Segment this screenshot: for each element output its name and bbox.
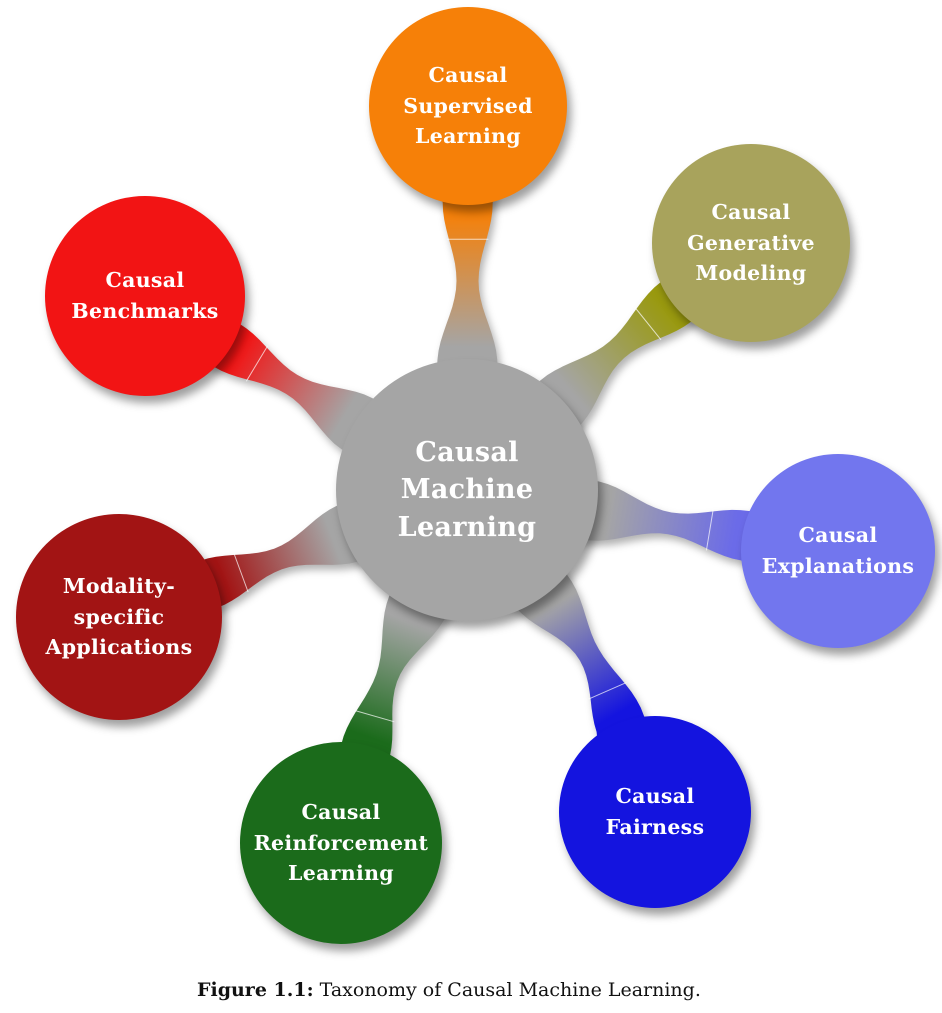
node-causal-fairness: Causal Fairness bbox=[559, 716, 751, 908]
connector-seam bbox=[245, 345, 269, 382]
node-modality-specific-applications-label: Modality- specific Applications bbox=[45, 573, 193, 660]
figure-caption-label: Figure 1.1: bbox=[197, 979, 314, 1001]
figure-caption-text: Taxonomy of Causal Machine Learning. bbox=[319, 979, 701, 1001]
node-modality-specific-applications: Modality- specific Applications bbox=[16, 514, 222, 720]
connector-causal-explanations bbox=[535, 448, 803, 594]
node-causal-benchmarks-label: Causal Benchmarks bbox=[71, 268, 219, 323]
node-causal-supervised-learning-label: Causal Supervised Learning bbox=[403, 62, 533, 149]
node-causal-generative-modeling: Causal Generative Modeling bbox=[652, 144, 850, 342]
node-causal-machine-learning-label: Causal Machine Learning bbox=[397, 437, 537, 543]
figure-caption: Figure 1.1: Taxonomy of Causal Machine L… bbox=[197, 979, 701, 1001]
node-causal-reinforcement-learning-label: Causal Reinforcement Learning bbox=[253, 799, 429, 886]
connector-seam bbox=[634, 307, 662, 341]
node-causal-reinforcement-learning: Causal Reinforcement Learning bbox=[240, 742, 442, 944]
connector-causal-supervised-learning bbox=[412, 150, 523, 412]
connector-seam bbox=[588, 681, 627, 700]
node-causal-benchmarks: Causal Benchmarks bbox=[45, 196, 245, 396]
node-causal-explanations: Causal Explanations bbox=[741, 454, 935, 648]
connector-seam bbox=[233, 552, 249, 593]
connector-seam bbox=[705, 509, 714, 551]
node-causal-explanations-label: Causal Explanations bbox=[761, 523, 915, 578]
node-causal-generative-modeling-label: Causal Generative Modeling bbox=[687, 199, 815, 286]
node-causal-supervised-learning: Causal Supervised Learning bbox=[369, 7, 567, 205]
connector-seam bbox=[354, 709, 395, 723]
node-causal-fairness-label: Causal Fairness bbox=[605, 784, 705, 839]
node-causal-machine-learning: Causal Machine Learning bbox=[336, 359, 598, 621]
